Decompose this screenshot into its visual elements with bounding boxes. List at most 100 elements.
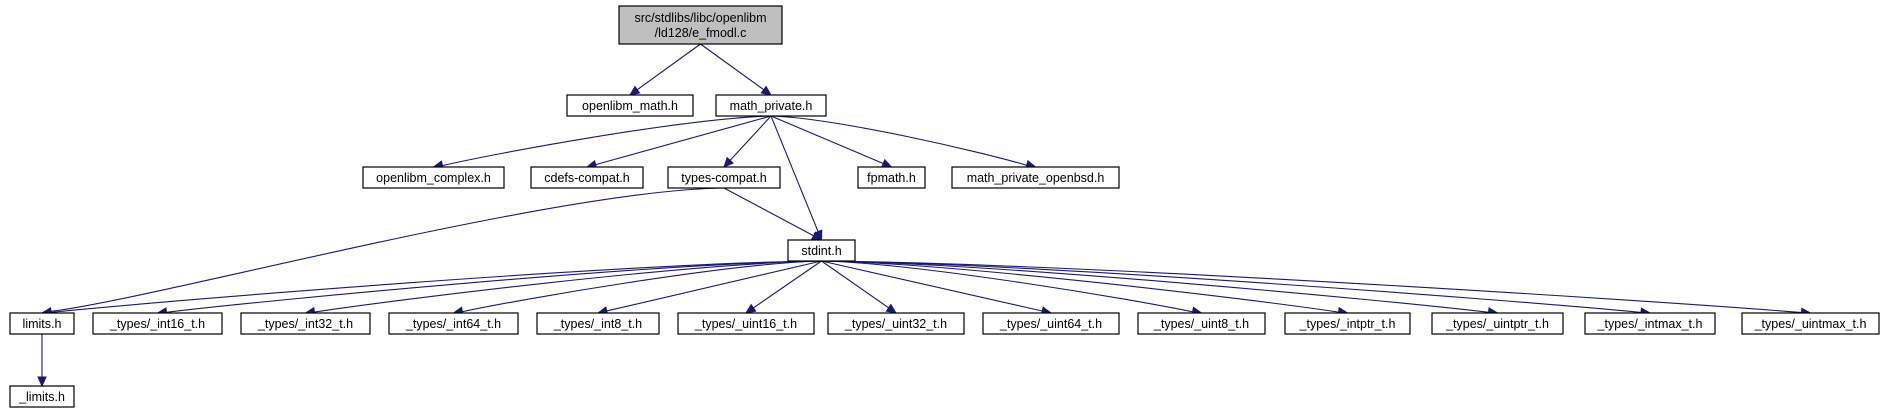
node-label: _types/_uint8_t.h — [1153, 317, 1249, 331]
nodes-layer: src/stdlibs/libc/openlibm/ld128/e_fmodl.… — [9, 5, 1880, 408]
node-uint8[interactable]: _types/_uint8_t.h — [1137, 312, 1266, 335]
node-int64[interactable]: _types/_int64_t.h — [388, 312, 519, 335]
node-box[interactable] — [388, 312, 519, 335]
edge-line — [462, 260, 822, 313]
node-uint64[interactable]: _types/_uint64_t.h — [982, 312, 1120, 335]
node-openlibm-math[interactable]: openlibm_math.h — [566, 94, 694, 117]
edge-stdint-to-uint64 — [821, 260, 1053, 316]
node-label: _types/_intmax_t.h — [1597, 317, 1703, 331]
edge-stdint-to-uint16 — [744, 260, 822, 314]
node-box[interactable] — [1284, 312, 1411, 335]
node-limits[interactable]: limits.h — [9, 312, 75, 335]
edge-arrowhead — [629, 85, 641, 96]
node-box[interactable] — [9, 312, 75, 335]
node-label: openlibm_complex.h — [376, 171, 491, 185]
edge-types-compat-to-stdint — [723, 187, 823, 241]
node-box[interactable] — [827, 312, 965, 335]
node-uint16[interactable]: _types/_uint16_t.h — [677, 312, 815, 335]
node-types-compat[interactable]: types-compat.h — [667, 166, 781, 189]
edge-types-compat-to-limits — [40, 187, 725, 317]
node-label: _types/_int32_t.h — [257, 317, 353, 331]
edge-line — [770, 115, 819, 232]
edge-stdint-to-uint32 — [821, 260, 898, 314]
edge-math-private-to-types-compat — [723, 115, 772, 168]
node-box[interactable] — [982, 312, 1120, 335]
edge-line — [700, 43, 765, 91]
edge-line — [442, 115, 772, 167]
node-box[interactable] — [787, 239, 856, 262]
node-label: _types/_uint16_t.h — [694, 317, 797, 331]
node-label: _limits.h — [18, 390, 65, 404]
node-box[interactable] — [667, 166, 781, 189]
edge-line — [636, 43, 701, 91]
node-math-private[interactable]: math_private.h — [715, 94, 827, 117]
node-label: types-compat.h — [681, 171, 767, 185]
edge-stdint-to-int64 — [452, 260, 822, 316]
node-label: fpmath.h — [867, 171, 916, 185]
edge-line — [166, 260, 822, 313]
edge-arrowhead — [885, 303, 898, 314]
edge-arrowhead — [880, 158, 893, 168]
node-box[interactable] — [677, 312, 815, 335]
node-intptr[interactable]: _types/_intptr_t.h — [1284, 312, 1411, 335]
node-label: math_private_openbsd.h — [967, 171, 1105, 185]
node-box[interactable] — [857, 166, 926, 189]
edge-line — [595, 115, 772, 166]
edge-line — [50, 260, 822, 313]
edge-line — [770, 115, 1027, 166]
node-math-private-openbsd[interactable]: math_private_openbsd.h — [951, 166, 1120, 189]
node-box[interactable] — [9, 385, 75, 408]
edge-line — [821, 260, 1802, 314]
node-box[interactable] — [536, 312, 660, 335]
edge-root-to-math-private — [700, 43, 772, 96]
node-box[interactable] — [1584, 312, 1716, 335]
node-box[interactable] — [566, 94, 694, 117]
node-fpmath[interactable]: fpmath.h — [857, 166, 926, 189]
node-box[interactable] — [240, 312, 371, 335]
node-uintptr[interactable]: _types/_uintptr_t.h — [1431, 312, 1564, 335]
node-intmax[interactable]: _types/_intmax_t.h — [1584, 312, 1716, 335]
node-label: _types/_uint32_t.h — [844, 317, 947, 331]
node-label: limits.h — [23, 317, 62, 331]
edge-stdint-to-int32 — [304, 260, 822, 317]
node-box[interactable] — [1137, 312, 1266, 335]
edge-line — [606, 260, 822, 312]
node-int32[interactable]: _types/_int32_t.h — [240, 312, 371, 335]
node-label: /ld128/e_fmodl.c — [655, 26, 747, 40]
node-openlibm-complex[interactable]: openlibm_complex.h — [362, 166, 505, 189]
node-uint32[interactable]: _types/_uint32_t.h — [827, 312, 965, 335]
node-uintmax[interactable]: _types/_uintmax_t.h — [1741, 312, 1880, 335]
node-label: cdefs-compat.h — [544, 171, 630, 185]
node-int16[interactable]: _types/_int16_t.h — [92, 312, 223, 335]
node-label: _types/_int16_t.h — [109, 317, 205, 331]
node-box[interactable] — [1431, 312, 1564, 335]
node-limits[interactable]: _limits.h — [9, 385, 75, 408]
node-label: _types/_int8_t.h — [553, 317, 642, 331]
edge-line — [50, 187, 725, 312]
node-box[interactable] — [618, 5, 783, 45]
node-label: _types/_uintmax_t.h — [1754, 317, 1867, 331]
edge-arrowhead — [37, 376, 47, 388]
node-box[interactable] — [530, 166, 644, 189]
node-label: _types/_intptr_t.h — [1299, 317, 1396, 331]
edge-stdint-to-intmax — [821, 260, 1652, 317]
edge-stdint-to-uintmax — [821, 260, 1812, 318]
edge-math-private-to-openlibm-complex — [432, 115, 772, 170]
node-box[interactable] — [951, 166, 1120, 189]
node-int8[interactable]: _types/_int8_t.h — [536, 312, 660, 335]
node-box[interactable] — [92, 312, 223, 335]
edge-line — [821, 260, 1642, 313]
node-label: math_private.h — [730, 99, 813, 113]
node-root-file[interactable]: src/stdlibs/libc/openlibm/ld128/e_fmodl.… — [618, 5, 783, 45]
node-label: stdint.h — [801, 244, 841, 258]
node-stdint[interactable]: stdint.h — [787, 239, 856, 262]
node-cdefs-compat[interactable]: cdefs-compat.h — [530, 166, 644, 189]
node-box[interactable] — [1741, 312, 1880, 335]
node-box[interactable] — [362, 166, 505, 189]
edge-line — [821, 260, 1339, 313]
edge-line — [770, 115, 884, 164]
edge-arrowhead — [744, 303, 757, 314]
node-box[interactable] — [715, 94, 827, 117]
edge-line — [753, 260, 822, 309]
